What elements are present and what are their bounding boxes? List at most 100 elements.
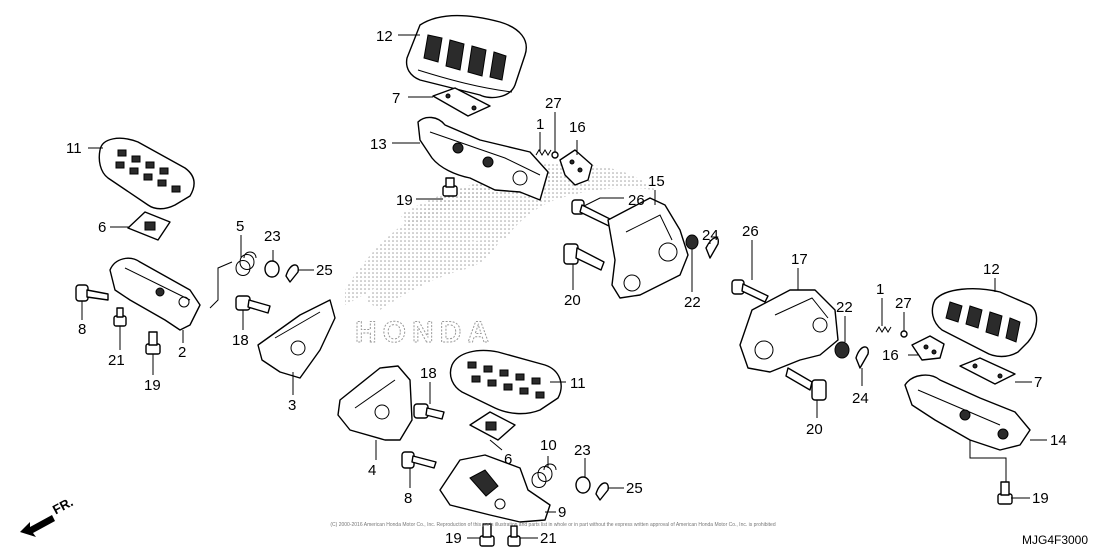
callout-1-right: 1 xyxy=(876,281,884,298)
callout-16-upper: 16 xyxy=(569,119,586,136)
footpeg-rubber-11-center xyxy=(449,349,562,415)
callout-18-left: 18 xyxy=(232,332,249,349)
bolt-20-right xyxy=(785,367,827,401)
callout-9: 9 xyxy=(558,504,566,521)
callout-2: 2 xyxy=(178,344,186,361)
callout-12-right: 12 xyxy=(983,261,1000,278)
cotter-pin-24-upper xyxy=(705,237,720,259)
copyright-notice: (C) 2000-2016 American Honda Motor Co., … xyxy=(330,522,776,528)
callout-20-right: 20 xyxy=(806,421,823,438)
bolt-19-right xyxy=(997,481,1013,505)
plate-6-center xyxy=(469,411,516,441)
bolt-18-center xyxy=(413,403,445,420)
bolt-21-bottom xyxy=(507,525,521,547)
footpeg-rubber-12-right xyxy=(931,288,1038,358)
callout-24-upper: 24 xyxy=(702,227,719,244)
callout-27-upper: 27 xyxy=(545,95,562,112)
callout-8-left: 8 xyxy=(78,321,86,338)
detent-plate-16-right xyxy=(911,335,945,361)
bolt-20-upper xyxy=(563,243,605,271)
pin-26-right xyxy=(731,279,769,303)
pin-8-left xyxy=(75,284,109,302)
bolt-19-upper xyxy=(442,177,458,197)
bracket-15 xyxy=(607,197,689,299)
callout-17: 17 xyxy=(791,251,808,268)
callout-11-center: 11 xyxy=(570,375,586,392)
heel-guard-3 xyxy=(257,299,336,379)
ball-27-upper xyxy=(551,151,559,159)
callout-25-center: 25 xyxy=(626,480,643,497)
footpeg-bracket-13 xyxy=(417,116,549,201)
callout-5: 5 xyxy=(236,218,244,235)
callout-26-upper: 26 xyxy=(628,192,645,209)
callout-22-right: 22 xyxy=(836,299,853,316)
pin-8-center xyxy=(401,451,437,469)
footpeg-bracket-9 xyxy=(439,454,551,523)
bracket-17 xyxy=(739,289,839,373)
bolt-18-left xyxy=(235,295,271,314)
callout-13: 13 xyxy=(370,136,387,153)
footpeg-rubber-11-left xyxy=(98,137,195,210)
callout-11-left: 11 xyxy=(66,140,82,157)
callout-19-upper: 19 xyxy=(396,192,413,209)
callout-3: 3 xyxy=(288,397,296,414)
callout-23-left: 23 xyxy=(264,228,281,245)
callout-23-center: 23 xyxy=(574,442,591,459)
callout-16-right: 16 xyxy=(882,347,899,364)
footpeg-bracket-2 xyxy=(109,257,201,331)
washer-23-center xyxy=(575,476,591,494)
callout-19-bottom: 19 xyxy=(445,530,462,547)
washer-22-right xyxy=(834,341,850,359)
callout-4: 4 xyxy=(368,462,376,479)
detent-plate-16-upper xyxy=(559,149,593,186)
honda-wing-watermark: HONDA xyxy=(345,163,655,350)
callout-numbers: 12 7 27 1 16 13 19 26 15 11 6 5 23 25 8 … xyxy=(66,28,1067,547)
callout-8-center: 8 xyxy=(404,490,412,507)
callout-21-bottom: 21 xyxy=(540,530,557,547)
bolt-21-left xyxy=(113,307,127,327)
callout-18-center: 18 xyxy=(420,365,437,382)
cotter-pin-24-right xyxy=(855,346,869,369)
callout-15: 15 xyxy=(648,173,665,190)
spring-1-right xyxy=(875,326,892,333)
callout-7-right: 7 xyxy=(1034,374,1042,391)
spring-1-upper xyxy=(535,149,552,156)
callout-6-center: 6 xyxy=(504,451,512,468)
washer-23-left xyxy=(264,260,280,278)
callout-12-upper: 12 xyxy=(376,28,393,45)
callout-26-right: 26 xyxy=(742,223,759,240)
cotter-pin-25-center xyxy=(595,482,609,501)
footpeg-rubber-12-upper xyxy=(405,14,527,99)
spring-10 xyxy=(531,463,557,488)
spring-5 xyxy=(209,251,257,309)
callout-24-right: 24 xyxy=(852,390,869,407)
callout-27-right: 27 xyxy=(895,295,912,312)
callout-20-upper: 20 xyxy=(564,292,581,309)
callout-19-left: 19 xyxy=(144,377,161,394)
diagram-code: MJG4F3000 xyxy=(1022,533,1089,547)
front-direction-arrow-icon xyxy=(20,515,55,537)
footpeg-bracket-14 xyxy=(904,374,1031,451)
callout-19-right: 19 xyxy=(1032,490,1049,507)
pin-26-upper xyxy=(571,199,613,227)
callout-22-upper: 22 xyxy=(684,294,701,311)
heel-guard-4 xyxy=(337,365,413,441)
callout-21-left: 21 xyxy=(108,352,125,369)
cotter-pin-25-left xyxy=(285,264,299,283)
leader-lines xyxy=(81,34,1047,539)
ball-27-right xyxy=(900,330,908,338)
callout-10: 10 xyxy=(540,437,557,454)
plate-7-right xyxy=(959,357,1016,385)
plate-7-upper xyxy=(432,87,491,117)
callout-6-left: 6 xyxy=(98,219,106,236)
plate-6-left xyxy=(127,211,171,241)
washer-22-upper xyxy=(685,234,699,250)
bolt-19-bottom xyxy=(479,523,495,547)
callout-25-left: 25 xyxy=(316,262,333,279)
callout-7-upper: 7 xyxy=(392,90,400,107)
honda-watermark-text: HONDA xyxy=(355,316,495,349)
callout-14: 14 xyxy=(1050,432,1067,449)
callout-1-upper: 1 xyxy=(536,116,544,133)
